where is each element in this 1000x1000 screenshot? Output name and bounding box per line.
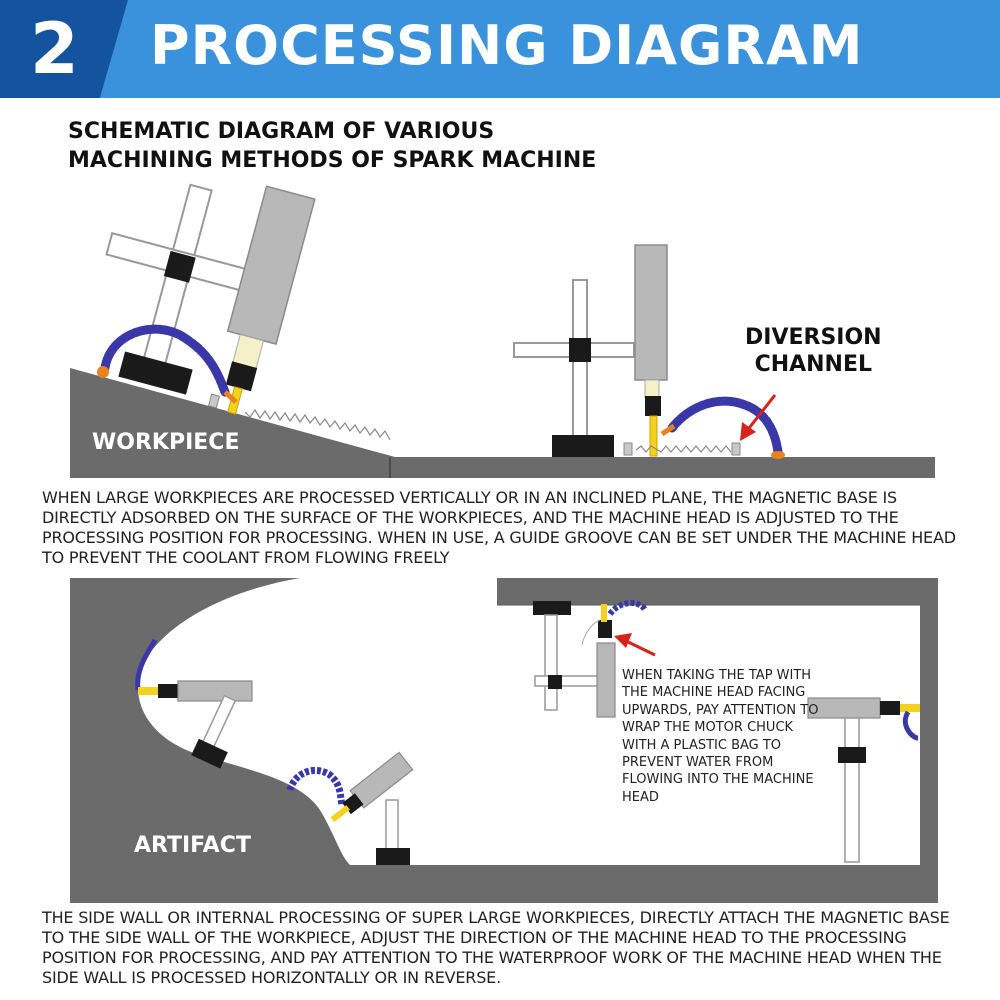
flat-machine-head <box>634 244 668 457</box>
page-title: PROCESSING DIAGRAM <box>150 14 864 77</box>
subtitle-line-2: MACHINING METHODS OF SPARK MACHINE <box>68 148 597 173</box>
diversion-label-line-2: CHANNEL <box>754 352 873 377</box>
top-scene <box>70 183 935 478</box>
subtitle-line-1: SCHEMATIC DIAGRAM OF VARIOUS <box>68 119 495 144</box>
wall-machine-right <box>807 697 920 863</box>
inclined-coolant-hose <box>100 324 230 397</box>
inclined-workpiece <box>70 368 935 478</box>
diversion-channel-flow <box>635 445 732 453</box>
header-banner: 2 PROCESSING DIAGRAM <box>0 0 1000 98</box>
diversion-arrow <box>740 394 777 441</box>
wall-machine-middle <box>286 751 414 865</box>
inclined-machine-head <box>225 185 316 415</box>
waterproof-arrow <box>614 633 656 657</box>
ceiling-machine <box>533 600 648 718</box>
inclined-magnetic-base <box>118 351 193 395</box>
artifact-label: ARTIFACT <box>134 833 251 858</box>
diversion-label-line-1: DIVERSION <box>745 325 882 350</box>
inclined-processing-description: WHEN LARGE WORKPIECES ARE PROCESSED VERT… <box>42 488 956 567</box>
diagram-subtitle: SCHEMATIC DIAGRAM OF VARIOUS MACHINING M… <box>68 117 596 175</box>
artifact-workpiece <box>70 578 938 903</box>
diversion-channel-label: DIVERSION CHANNEL <box>745 324 882 378</box>
workpiece-label: WORKPIECE <box>92 430 240 455</box>
inclined-coolant-flow <box>244 408 391 441</box>
waterproof-note: WHEN TAKING THE TAP WITH THE MACHINE HEA… <box>622 668 819 805</box>
flat-coolant-hose <box>667 396 783 457</box>
flat-magnetic-base <box>552 435 614 457</box>
flat-stand <box>513 279 635 441</box>
side-wall-processing-description: THE SIDE WALL OR INTERNAL PROCESSING OF … <box>42 908 950 987</box>
wall-machine-left <box>135 638 253 769</box>
section-number: 2 <box>30 8 79 90</box>
bottom-scene <box>70 578 938 903</box>
